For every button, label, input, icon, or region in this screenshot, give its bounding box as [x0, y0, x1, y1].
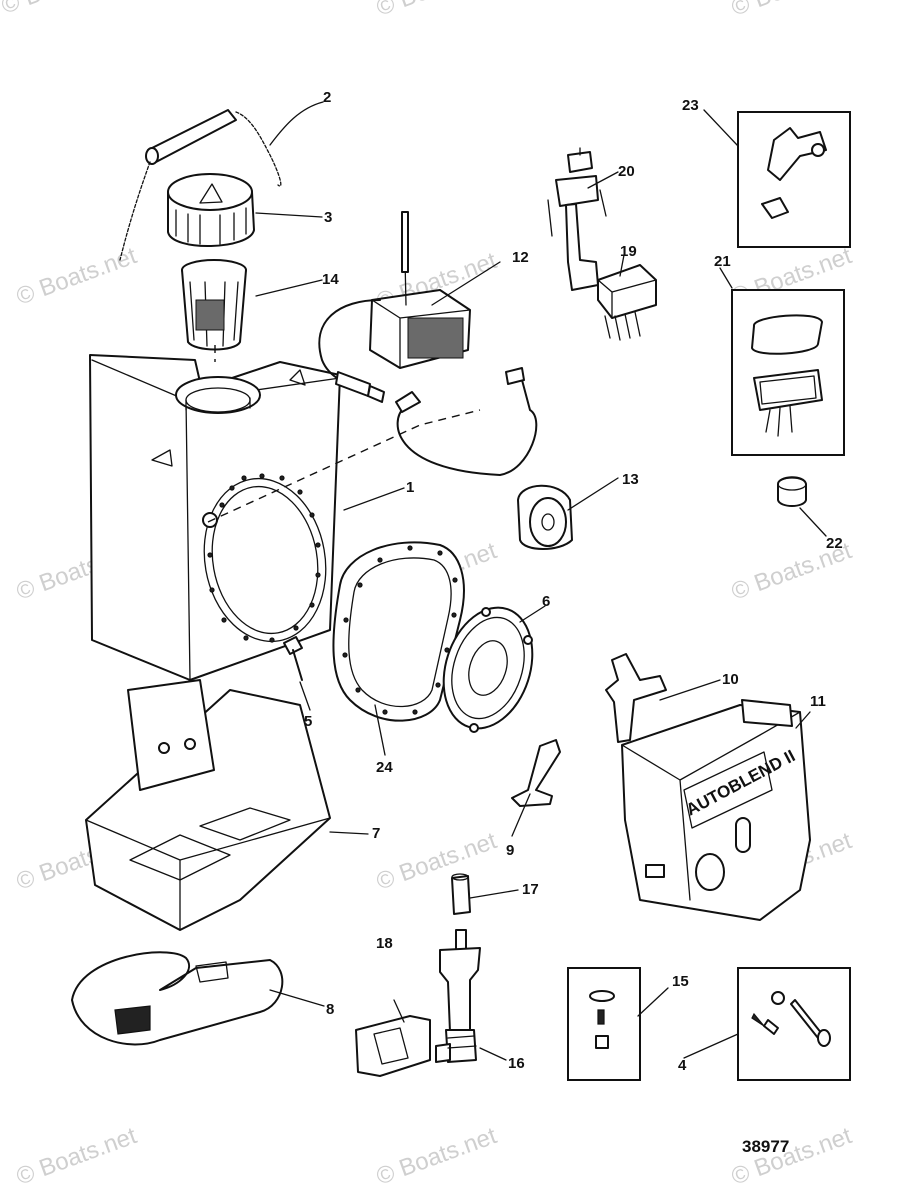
part-10-bracket[interactable]	[605, 653, 667, 743]
part-13-pump-motor[interactable]	[395, 367, 573, 550]
part-16-pickup-valve[interactable]	[435, 929, 481, 1063]
callout-10: 10	[722, 671, 739, 688]
part-22-grommet[interactable]	[777, 476, 807, 507]
callout-7: 7	[372, 825, 380, 842]
callout-2: 2	[323, 89, 331, 106]
watermark-text: © Boats.net	[728, 1122, 856, 1190]
part-7-mounting-tray[interactable]	[85, 679, 331, 931]
callout-21: 21	[714, 253, 731, 270]
part-20-float-switch[interactable]	[547, 147, 607, 291]
callout-19: 19	[620, 243, 637, 260]
tank-alignment-dashed-line	[207, 345, 481, 523]
part-4-bolt-kit[interactable]	[737, 967, 851, 1081]
callout-15: 15	[672, 973, 689, 990]
part-21-lamp-assembly[interactable]	[731, 289, 845, 456]
part-1-oil-tank[interactable]	[89, 354, 341, 681]
callout-12: 12	[512, 249, 529, 266]
part-8-strap[interactable]	[71, 951, 284, 1046]
watermark-text: © Boats.net	[373, 0, 501, 22]
callout-17: 17	[522, 881, 539, 898]
watermark-text: © Boats.net	[373, 827, 501, 895]
callout-23: 23	[682, 97, 699, 114]
callout-8: 8	[326, 1001, 334, 1018]
part-24-gasket[interactable]	[332, 541, 465, 722]
callout-16: 16	[508, 1055, 525, 1072]
leader-lines	[255, 101, 827, 1061]
callout-22: 22	[826, 535, 843, 552]
callout-6: 6	[542, 593, 550, 610]
part-23-hardware-kit[interactable]	[737, 111, 851, 248]
callout-13: 13	[622, 471, 639, 488]
callout-9: 9	[506, 842, 514, 859]
part-11-cover[interactable]: AUTOBLEND II	[621, 699, 811, 921]
part-19-relay[interactable]	[597, 264, 657, 341]
part-12-control-box[interactable]	[318, 211, 471, 403]
callout-3: 3	[324, 209, 332, 226]
part-2-float-chain[interactable]	[119, 109, 282, 261]
watermark-text: © Boats.net	[13, 1122, 141, 1190]
watermark-text: © Boats.net	[373, 1122, 501, 1190]
callout-14: 14	[322, 271, 339, 288]
part-9-clip[interactable]	[511, 739, 561, 807]
callout-18: 18	[376, 935, 393, 952]
callout-11: 11	[810, 693, 826, 710]
part-15-fastener-kit[interactable]	[567, 967, 641, 1081]
watermark-text: © Boats.net	[0, 0, 126, 20]
callout-20: 20	[618, 163, 635, 180]
watermark-text: © Boats.net	[728, 0, 856, 22]
callout-5: 5	[304, 713, 312, 730]
part-6-diaphragm[interactable]	[429, 596, 547, 740]
callout-24: 24	[376, 759, 393, 776]
part-5-screw[interactable]	[283, 636, 303, 681]
part-18-retainer-plate[interactable]	[355, 1015, 431, 1077]
callout-1: 1	[406, 479, 414, 496]
callout-4: 4	[678, 1057, 687, 1074]
part-14-fuel-strainer[interactable]	[181, 259, 247, 351]
part-3-filler-cap[interactable]	[167, 173, 255, 248]
part-17-tube[interactable]	[451, 873, 471, 915]
callout-labels: 2 3 14 12 20 19 23 21 22 13 1 6 5 24 10 …	[304, 89, 843, 1074]
diagram-id: 38977	[742, 1137, 789, 1156]
